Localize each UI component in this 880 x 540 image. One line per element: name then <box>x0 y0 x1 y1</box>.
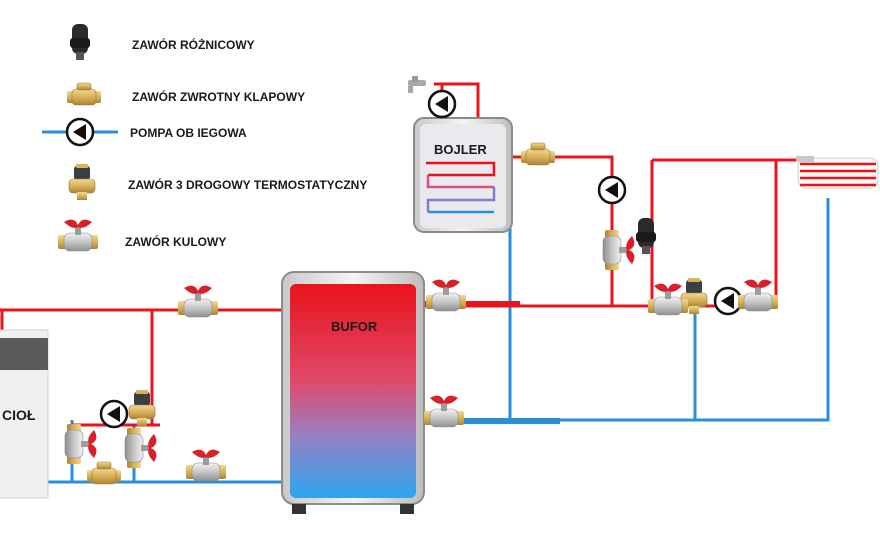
legend: ZAWÓR RÓŻNICOWY ZAWÓR ZWROTNY KLAPOWY PO… <box>42 24 367 252</box>
heating-coil <box>426 161 496 214</box>
ball-valve-icon <box>124 427 157 469</box>
ball-valve-icon <box>423 395 465 428</box>
water-heater: BOJLER <box>413 117 513 233</box>
ball-valve-icon <box>57 219 99 252</box>
pump-icon <box>713 286 743 316</box>
legend-ball-valve: ZAWÓR KULOWY <box>125 234 226 249</box>
legend-check-valve: ZAWÓR ZWROTNY KLAPOWY <box>132 89 305 104</box>
ball-valve-icon <box>425 279 467 312</box>
pump-icon <box>597 175 627 205</box>
buffer-tank: BUFOR <box>281 271 425 514</box>
pump-icon <box>65 117 95 147</box>
buffer-label: BUFOR <box>331 319 378 334</box>
boiler-label: CIOŁ <box>2 407 36 423</box>
legend-circulation-pump: POMPA OB IEGOWA <box>130 126 247 140</box>
ball-valve-icon <box>602 229 635 271</box>
legend-differential-valve: ZAWÓR RÓŻNICOWY <box>132 37 255 52</box>
legend-thermostatic-valve: ZAWÓR 3 DROGOWY TERMOSTATYCZNY <box>128 177 367 192</box>
radiator-icon <box>796 156 879 189</box>
ball-valve-icon <box>177 285 219 318</box>
water-heater-label: BOJLER <box>434 142 487 157</box>
ball-valve-icon <box>185 449 227 482</box>
check-valve-icon <box>66 82 102 106</box>
legend-pump-group <box>42 117 118 147</box>
boiler-unit: CIOŁ <box>0 329 49 499</box>
ball-valve-icon <box>647 283 689 316</box>
check-valve-icon <box>520 142 556 166</box>
pump-icon <box>99 399 129 429</box>
differential-valve-icon <box>70 24 90 60</box>
pump-icon <box>427 89 457 119</box>
thermostatic-valve-icon <box>68 163 96 201</box>
check-valve-icon <box>86 461 122 485</box>
ball-valve-icon <box>737 279 779 312</box>
tap-icon <box>408 76 426 93</box>
ball-valve-icon <box>64 423 97 465</box>
